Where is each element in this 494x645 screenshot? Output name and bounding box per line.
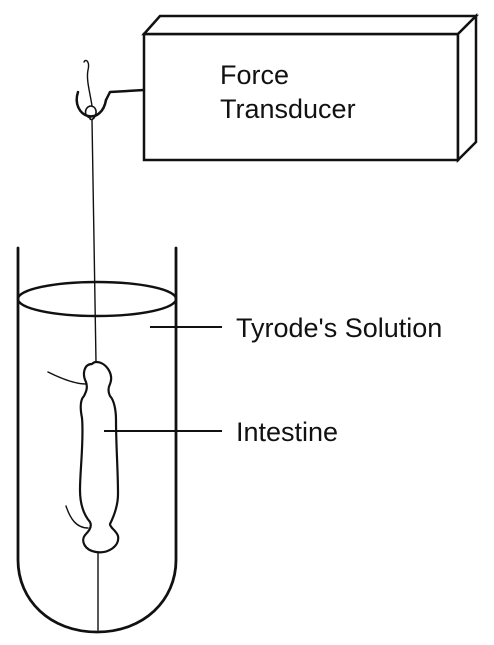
transducer-side-face: [456, 12, 478, 164]
intestine-label: Intestine: [236, 417, 338, 447]
suspension-thread: [91, 119, 97, 363]
transducer-top-face: [141, 14, 480, 36]
hook-curve: [75, 90, 108, 118]
solution-surface: [16, 280, 178, 318]
hook-arm: [104, 88, 146, 102]
organ-bath-tube: [16, 246, 178, 634]
transducer-label-line1: Force: [220, 60, 289, 90]
transducer-label-line2: Transducer: [220, 94, 356, 124]
thread-tail: [83, 59, 93, 107]
force-transducer: Force Transducer: [141, 12, 480, 164]
intestine-segment: [47, 360, 120, 631]
tube-wall: [16, 246, 178, 634]
transducer-hook: [75, 59, 146, 121]
lower-tie-thread: [65, 505, 89, 529]
callouts: Tyrode's Solution Intestine: [104, 313, 442, 447]
solution-label: Tyrode's Solution: [236, 313, 442, 343]
intestine-body: [78, 360, 120, 554]
upper-tie-thread: [47, 371, 87, 385]
thread-loop: [84, 105, 97, 121]
